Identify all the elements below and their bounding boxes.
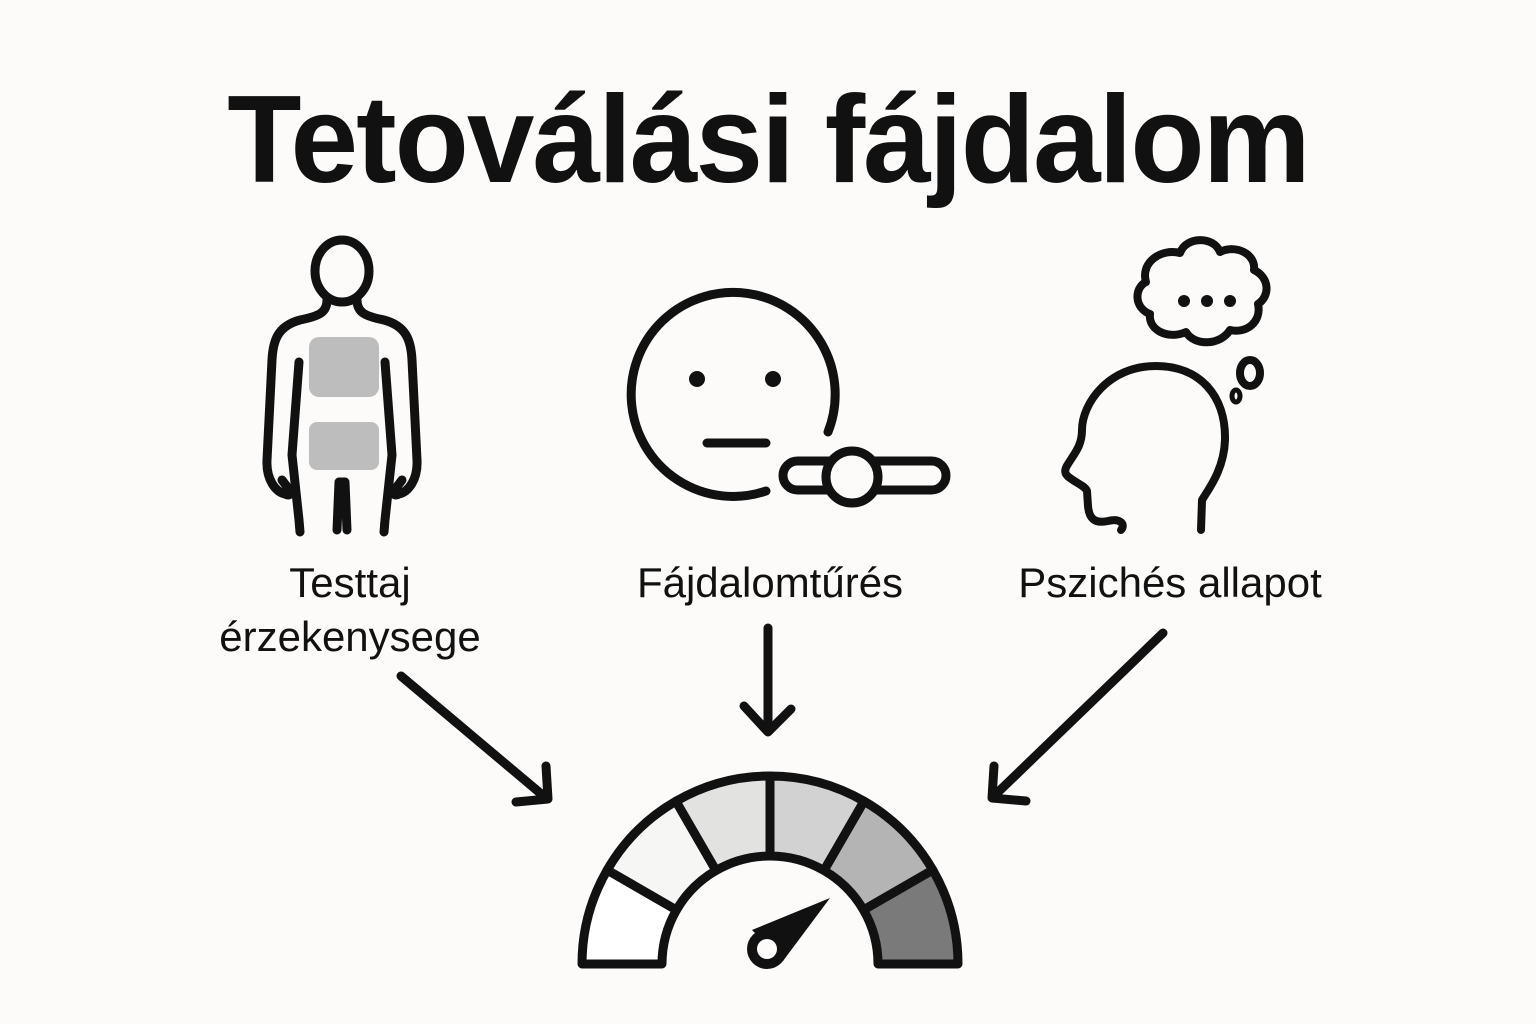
arrow-down-icon — [739, 623, 796, 737]
pain-gauge-icon — [577, 771, 963, 969]
abdomen-highlight — [309, 422, 379, 470]
factor-label-line: érzekenysege — [219, 612, 481, 660]
arrow-down-right-icon — [396, 671, 553, 807]
factor-label-line: Fájdalomtűrés — [636, 559, 904, 606]
factor-label-mental-state: Pszichés allapot — [980, 556, 1360, 610]
gauge-needle-icon — [747, 898, 830, 969]
diagram-title: Tetoválási fájdalom — [227, 71, 1311, 209]
gauge-segment-6 — [859, 865, 963, 969]
arrows — [396, 623, 1168, 807]
tolerance-slider-knob — [821, 446, 883, 508]
neutral-face-slider-icon — [626, 287, 951, 508]
factor-label-body-sensitivity: Testtaj érzekenysege — [170, 556, 530, 664]
factor-label-pain-tolerance: Fájdalomtűrés — [590, 556, 950, 610]
factor-label-line: Testtaj — [289, 559, 411, 606]
body-outline-icon — [262, 235, 422, 537]
arrow-down-left-icon — [987, 628, 1168, 806]
factor-label-line: Pszichés allapot — [1018, 559, 1322, 606]
head-thought-bubble-icon — [1061, 236, 1271, 534]
chest-highlight — [309, 337, 379, 397]
